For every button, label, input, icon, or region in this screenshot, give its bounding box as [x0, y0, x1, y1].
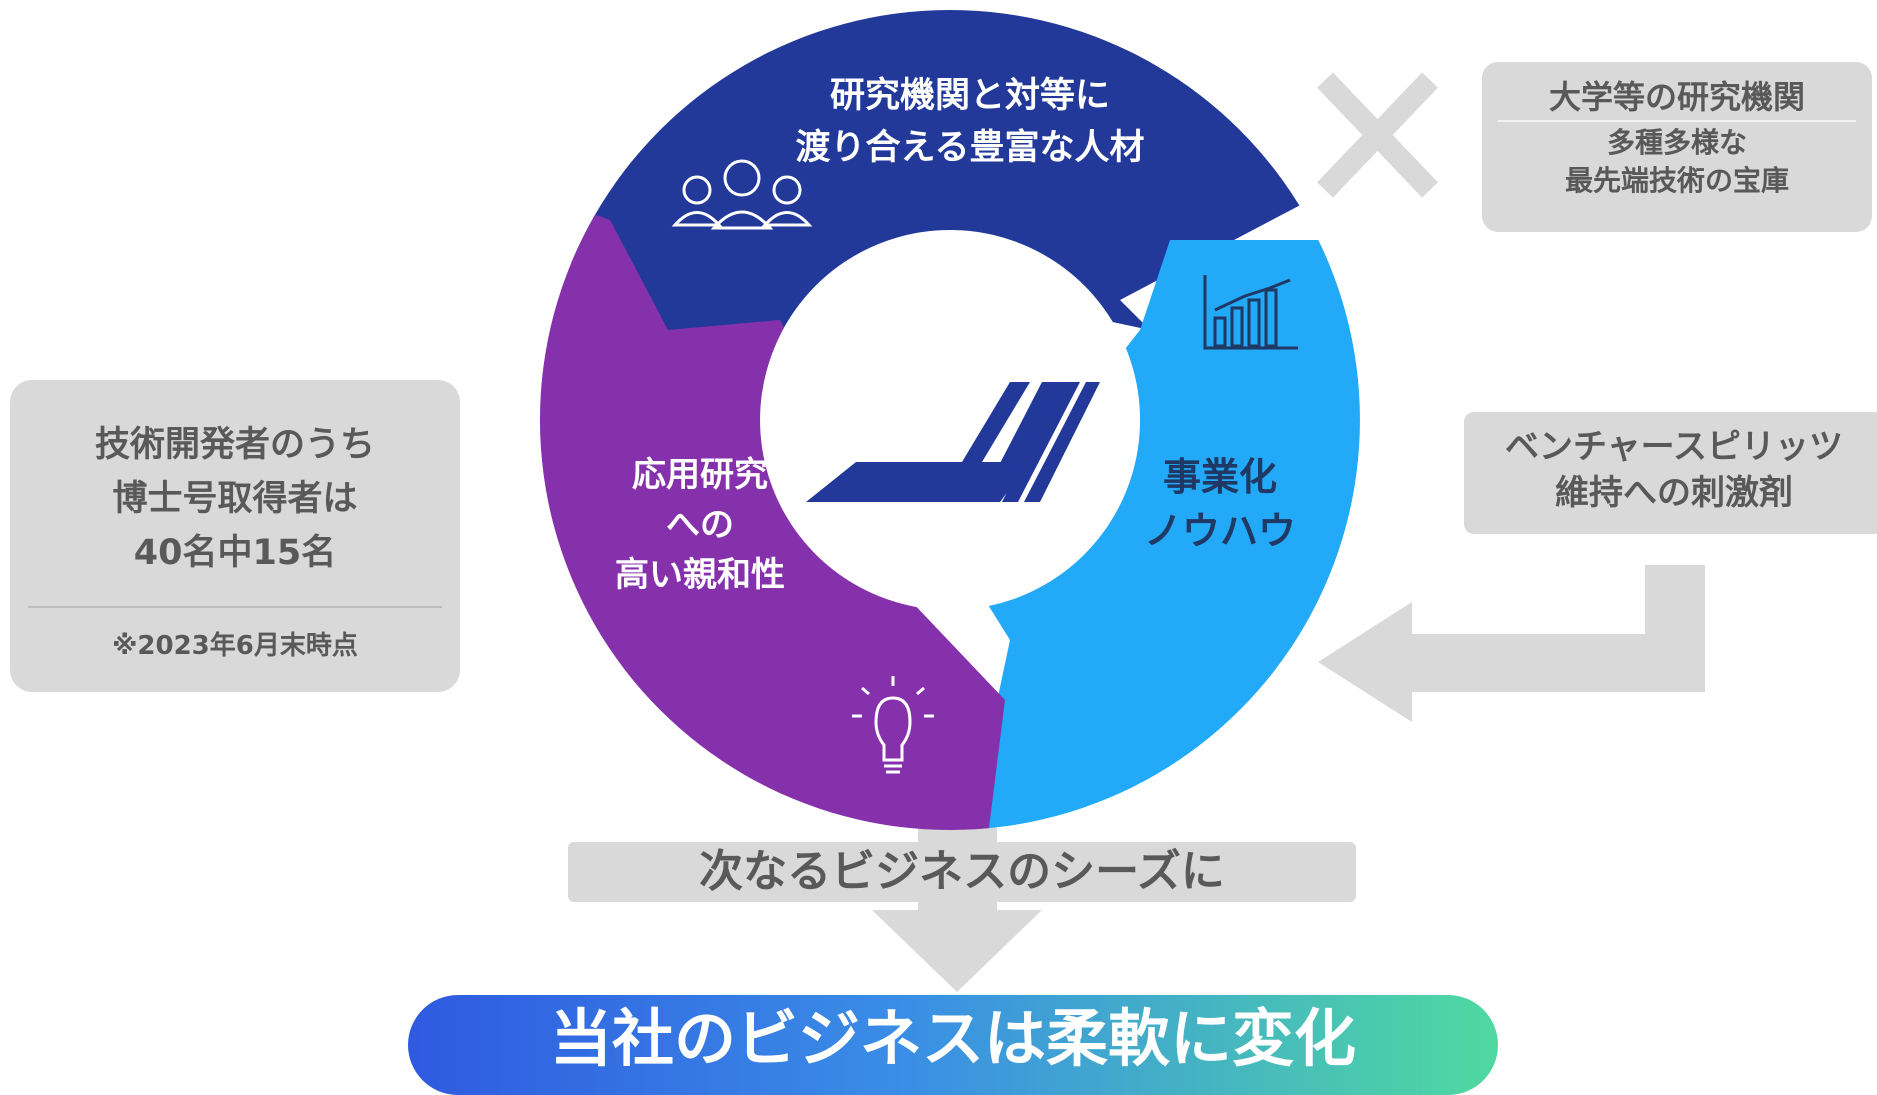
- research-institution-box: 大学等の研究機関 多種多様な 最先端技術の宝庫: [1482, 62, 1872, 232]
- doctorate-line-2: 博士号取得者は: [112, 479, 358, 519]
- doctorate-line-1: 技術開発者のうち: [94, 425, 375, 465]
- venture-spirit-box: ベンチャースピリッツ 維持への刺激剤: [1464, 412, 1877, 534]
- research-institution-sub-1: 多種多様な: [1606, 126, 1747, 159]
- segment-left-label: 応用研究 への 高い親和性: [580, 450, 820, 600]
- segment-left-line-3: 高い親和性: [615, 555, 785, 595]
- doctorate-divider: [28, 606, 442, 608]
- doctorate-info-box: 技術開発者のうち 博士号取得者は 40名中15名 ※2023年6月末時点: [10, 380, 460, 692]
- segment-right-line-1: 事業化: [1162, 455, 1277, 499]
- elbow-arrow-left: [1318, 565, 1705, 722]
- doctorate-note: ※2023年6月末時点: [112, 631, 358, 661]
- segment-top-line-1: 研究機関と対等に: [829, 76, 1110, 116]
- research-institution-divider: [1498, 120, 1856, 122]
- segment-right-label: 事業化 ノウハウ: [1110, 450, 1330, 558]
- lightbulb-icon: [852, 676, 934, 774]
- next-seeds-caption: 次なるビジネスのシーズに: [568, 842, 1356, 902]
- research-institution-title: 大学等の研究機関: [1548, 78, 1805, 116]
- segment-left-line-1: 応用研究: [632, 455, 768, 495]
- doctorate-line-3: 40名中15名: [133, 533, 337, 573]
- research-institution-sub: 多種多様な 最先端技術の宝庫: [1482, 124, 1872, 200]
- segment-left-line-2: への: [666, 505, 734, 545]
- doctorate-info-text: 技術開発者のうち 博士号取得者は 40名中15名: [10, 418, 460, 580]
- segment-right: [955, 240, 1360, 830]
- venture-spirit-text: ベンチャースピリッツ 維持への刺激剤: [1464, 424, 1877, 516]
- company-logo: [806, 382, 1100, 502]
- venture-spirit-line-1: ベンチャースピリッツ: [1505, 427, 1843, 467]
- segment-top-label: 研究機関と対等に 渡り合える豊富な人材: [740, 70, 1200, 174]
- multiply-icon: [1317, 72, 1438, 198]
- bar-chart-icon: [1203, 275, 1298, 350]
- business-change-banner: 当社のビジネスは柔軟に変化: [408, 995, 1498, 1095]
- venture-spirit-line-2: 維持への刺激剤: [1555, 473, 1793, 513]
- segment-top: [560, 10, 1330, 420]
- segment-right-line-2: ノウハウ: [1143, 509, 1296, 553]
- people-icon: [671, 159, 813, 230]
- research-institution-sub-2: 最先端技術の宝庫: [1564, 164, 1789, 197]
- segment-top-line-2: 渡り合える豊富な人材: [795, 128, 1145, 168]
